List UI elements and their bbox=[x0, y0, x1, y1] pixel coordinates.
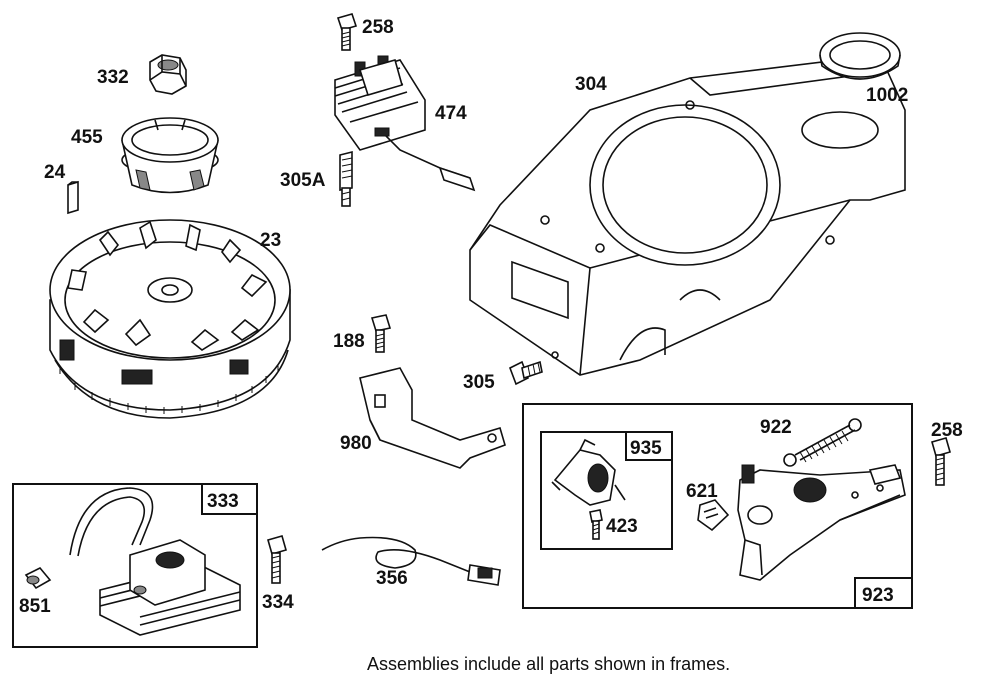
label-356: 356 bbox=[376, 568, 408, 589]
label-923: 923 bbox=[862, 585, 894, 606]
caption: Assemblies include all parts shown in fr… bbox=[367, 654, 730, 674]
label-258-top: 258 bbox=[362, 17, 394, 38]
frame-923 bbox=[522, 403, 913, 609]
grommet-1002 bbox=[819, 32, 901, 80]
bracket-980 bbox=[359, 367, 506, 469]
cup-455 bbox=[121, 117, 219, 194]
armature-474 bbox=[334, 55, 476, 192]
label-305a: 305A bbox=[280, 170, 326, 191]
label-23: 23 bbox=[260, 230, 281, 251]
spring-922 bbox=[783, 418, 862, 467]
screw-305 bbox=[508, 360, 543, 386]
key-24 bbox=[67, 180, 79, 215]
label-922: 922 bbox=[760, 417, 792, 438]
connector-851 bbox=[24, 567, 52, 590]
label-621: 621 bbox=[686, 481, 718, 502]
label-24: 24 bbox=[44, 162, 66, 183]
label-851: 851 bbox=[19, 596, 51, 617]
label-333: 333 bbox=[207, 491, 239, 512]
nut-332 bbox=[149, 54, 187, 95]
label-334: 334 bbox=[262, 592, 294, 613]
blower-housing-304 bbox=[469, 54, 906, 376]
flywheel-23 bbox=[49, 219, 291, 419]
label-935: 935 bbox=[630, 438, 662, 459]
label-258-right: 258 bbox=[931, 420, 963, 441]
label-474: 474 bbox=[435, 103, 467, 124]
stud-305a bbox=[339, 150, 353, 207]
label-423: 423 bbox=[606, 516, 638, 537]
label-980: 980 bbox=[340, 433, 372, 454]
ignition-module bbox=[69, 487, 241, 636]
label-1002: 1002 bbox=[866, 85, 908, 106]
label-304: 304 bbox=[575, 74, 607, 95]
clip-621 bbox=[697, 499, 730, 532]
bolt-258-top bbox=[336, 13, 358, 51]
bolt-334 bbox=[267, 535, 287, 584]
bolt-188 bbox=[370, 314, 392, 353]
screw-423 bbox=[589, 509, 603, 540]
label-332: 332 bbox=[97, 67, 129, 88]
label-188: 188 bbox=[333, 331, 365, 352]
part-labels: 258 332 304 1002 474 455 24 305A 23 188 … bbox=[19, 17, 963, 617]
wire-356 bbox=[321, 536, 501, 586]
frame-935 bbox=[540, 431, 673, 550]
bolt-258-right bbox=[931, 437, 951, 486]
frame-333 bbox=[12, 483, 258, 648]
label-305: 305 bbox=[463, 372, 495, 393]
linkage-935 bbox=[551, 438, 626, 506]
control-plate-923 bbox=[737, 464, 906, 581]
label-455: 455 bbox=[71, 127, 103, 148]
